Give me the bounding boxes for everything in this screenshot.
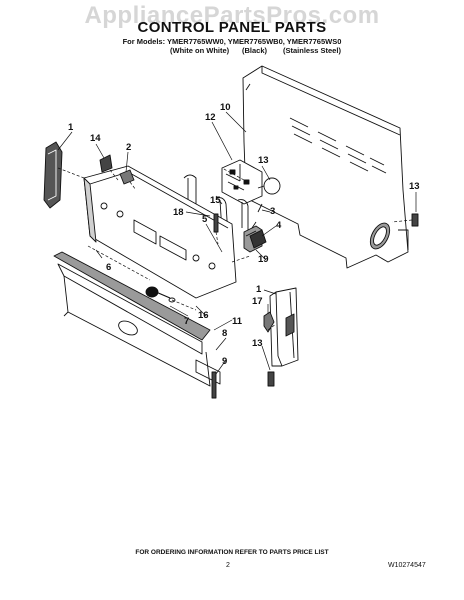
bracket-2: [119, 169, 135, 185]
clip-14: [99, 154, 113, 173]
leader-lines: [57, 111, 417, 375]
spring-clip: [263, 311, 275, 333]
guide-lines: [57, 167, 413, 331]
callout-1-right: 1: [256, 284, 262, 295]
page-title: CONTROL PANEL PARTS: [137, 19, 327, 36]
callout-9: 9: [222, 356, 227, 367]
screw-13-right: [411, 213, 419, 227]
callout-2: 2: [126, 142, 131, 153]
ordering-note: FOR ORDERING INFORMATION REFER TO PARTS …: [135, 549, 329, 556]
callout-7: 7: [184, 316, 189, 327]
callout-3: 3: [270, 206, 275, 217]
callout-6: 6: [106, 262, 111, 273]
control-console: [83, 165, 237, 299]
models-line: For Models: YMER7765WW0, YMER7765WB0, YM…: [122, 37, 342, 46]
document-number: W10274547: [388, 562, 426, 569]
callout-5: 5: [202, 214, 208, 225]
callout-16: 16: [198, 310, 209, 321]
screw-18: [213, 213, 219, 233]
callout-14: 14: [90, 133, 101, 144]
right-end-cap: [269, 287, 299, 367]
switch-19: [249, 229, 267, 249]
watermark-text: AppliancePartsPros.com: [84, 2, 380, 29]
variant-black: (Black): [242, 46, 268, 55]
callout-18: 18: [173, 207, 184, 218]
callout-4: 4: [276, 220, 282, 231]
connector-disc: [263, 177, 281, 195]
callout-10: 10: [220, 102, 231, 113]
callout-19: 19: [258, 254, 269, 265]
callout-13-board: 13: [258, 155, 269, 166]
screw-9: [211, 371, 217, 399]
callout-13-right: 13: [409, 181, 420, 192]
left-end-cap: [43, 141, 63, 209]
screw-13-bottom: [267, 371, 275, 387]
screw-3: [251, 203, 263, 229]
rear-back-panel: [242, 65, 409, 269]
manifold-panel: [53, 251, 221, 387]
callout-12: 12: [205, 112, 216, 123]
callout-1-left: 1: [68, 122, 74, 133]
knob-shaft: [145, 286, 176, 303]
callout-17: 17: [252, 296, 263, 307]
callout-13-bottom: 13: [252, 338, 263, 349]
page-number: 2: [226, 562, 230, 569]
callout-8: 8: [222, 328, 227, 339]
callout-11: 11: [232, 316, 243, 327]
callout-15: 15: [210, 195, 221, 206]
variant-white: (White on White): [170, 46, 230, 55]
variant-stainless: (Stainless Steel): [283, 46, 341, 55]
